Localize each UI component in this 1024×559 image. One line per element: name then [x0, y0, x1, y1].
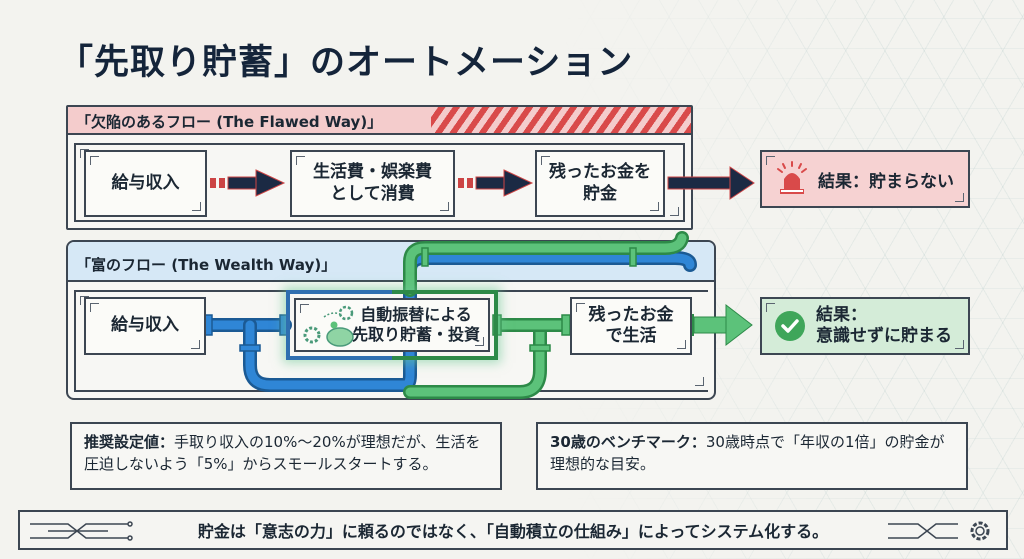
note-recommended: 推奨設定値：手取り収入の10%〜20%が理想だが、生活を圧迫しないよう「5%」か…: [70, 422, 502, 490]
flawed-step-save: 残ったお金を 貯金: [535, 150, 665, 217]
note-recommended-text: 手取り収入の10%〜20%が理想だが、生活を圧迫しないよう「5%」からスモールス…: [84, 433, 481, 473]
wealth-result: 結果： 意識せずに貯まる: [760, 297, 970, 355]
flawed-arrow-1: [210, 169, 286, 197]
note-benchmark: 30歳のベンチマーク：30歳時点で「年収の1倍」の貯金が理想的な目安。: [536, 422, 968, 490]
gear-piggybank-icon: [303, 305, 354, 347]
flawed-result: 結果：貯まらない: [760, 150, 970, 208]
gear-icon: [888, 521, 990, 541]
flawed-flow-header: 「欠陥のあるフロー (The Flawed Way)」: [68, 107, 691, 135]
flawed-result-text: 結果：貯まらない: [818, 171, 954, 192]
note-benchmark-label: 30歳のベンチマーク：: [550, 433, 706, 451]
wealth-result-arrow: [688, 303, 753, 347]
wealth-flow-title: 「富のフロー (The Wealth Way)」: [76, 256, 337, 274]
blue-pipes: [201, 251, 697, 392]
note-benchmark-text: 30歳時点で「年収の1倍」の貯金が理想的な目安。: [550, 433, 945, 473]
page-title: 「先取り貯蓄」のオートメーション: [58, 43, 634, 83]
circuit-icon: [30, 521, 133, 541]
flawed-arrow-3: [667, 166, 755, 200]
footer-banner: 貯金は「意志の力」に頼るのではなく、「自動積立の仕組み」によってシステム化する。: [18, 510, 1008, 550]
wealth-step-income: 給与収入: [84, 297, 206, 355]
flawed-step-income: 給与収入: [84, 150, 207, 217]
flawed-step-spend: 生活費・娯楽費 として消費: [290, 150, 455, 217]
siren-icon: [777, 161, 807, 194]
check-icon: [775, 311, 805, 341]
wealth-result-text: 結果： 意識せずに貯まる: [816, 304, 952, 346]
flawed-flow-title: 「欠陥のあるフロー (The Flawed Way)」: [76, 113, 383, 131]
wealth-step-live: 残ったお金 で生活: [570, 297, 692, 355]
footer-text: 貯金は「意志の力」に頼るのではなく、「自動積立の仕組み」によってシステム化する。: [197, 522, 829, 541]
warning-stripes: [431, 107, 691, 133]
flawed-arrow-2: [458, 169, 534, 197]
note-recommended-label: 推奨設定値：: [84, 433, 175, 451]
wealth-step-auto-text: 自動振替による 先取り貯蓄・投資: [351, 305, 480, 344]
wealth-step-auto: 自動振替による 先取り貯蓄・投資: [294, 298, 490, 352]
